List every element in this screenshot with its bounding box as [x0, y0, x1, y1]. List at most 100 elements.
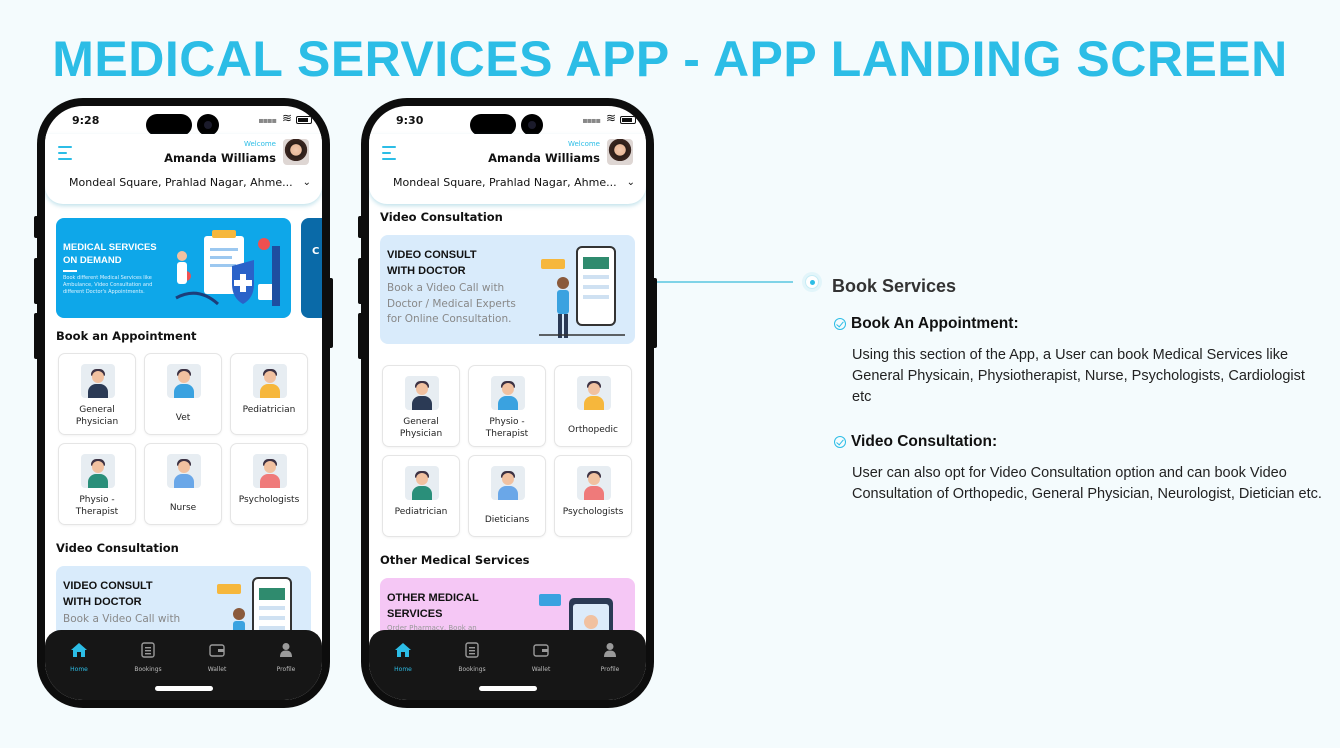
connector-dot-icon: [805, 275, 819, 289]
signal-icon: ▪▪▪▪: [582, 116, 601, 125]
oms-title-line1: OTHER MEDICAL: [387, 592, 479, 604]
service-card-label: Psychologists: [562, 507, 624, 517]
banner-subtitle: Book different Medical Services like Amb…: [63, 275, 153, 295]
vc-title-line1: VIDEO CONSULT: [63, 580, 153, 592]
service-card-label: General Physician: [75, 405, 119, 427]
medical-illustration-icon: [175, 230, 280, 306]
app-header: Welcome Amanda Williams Mondeal Square, …: [45, 134, 322, 204]
status-time: 9:28: [72, 114, 100, 127]
service-card[interactable]: General Physician: [58, 353, 136, 435]
banner-title-line2: ON DEMAND: [63, 255, 122, 266]
description-item-title: Book An Appointment:: [851, 315, 1019, 332]
service-card[interactable]: Physio - Therapist: [58, 443, 136, 525]
oms-subtitle: Order Pharmacy, Book an: [387, 624, 477, 632]
hamburger-menu-icon[interactable]: [382, 146, 396, 164]
service-card[interactable]: Psychologists: [554, 455, 632, 537]
profile-icon: [587, 640, 633, 660]
nurse-icon: [167, 454, 201, 488]
tab-label: Bookings: [458, 666, 486, 673]
oms-title-line2: SERVICES: [387, 608, 443, 620]
wallet-icon: [518, 640, 564, 660]
phone-mockup-2: 9:30 ▪▪▪▪ ≋ Welcome Amanda Williams Mond…: [358, 98, 657, 708]
book-appointment-title: Book an Appointment: [56, 329, 197, 343]
tab-label: Bookings: [134, 666, 162, 673]
service-card[interactable]: Psychologists: [230, 443, 308, 525]
tab-bookings[interactable]: Bookings: [449, 640, 495, 673]
phone-screen-1: 9:28 ▪▪▪▪ ≋ Welcome Amanda Williams Mond…: [45, 106, 322, 700]
service-card[interactable]: Orthopedic: [554, 365, 632, 447]
pediatrician-icon: [253, 364, 287, 398]
orthopedic-icon: [577, 376, 611, 410]
vet-icon: [167, 364, 201, 398]
bottom-tab-bar: Home Bookings Wallet Profile: [369, 630, 646, 700]
service-card[interactable]: General Physician: [382, 365, 460, 447]
signal-icon: ▪▪▪▪: [258, 116, 277, 125]
tab-label: Home: [394, 666, 412, 673]
video-consultation-title: Video Consultation: [56, 541, 179, 555]
tab-bookings[interactable]: Bookings: [125, 640, 171, 673]
tab-profile[interactable]: Profile: [263, 640, 309, 673]
location-selector[interactable]: Mondeal Square, Prahlad Nagar, Ahme... ⌄: [58, 176, 311, 189]
service-card-label: Nurse: [169, 503, 197, 513]
home-indicator[interactable]: [479, 686, 537, 691]
chevron-down-icon: ⌄: [302, 177, 311, 188]
status-time: 9:30: [396, 114, 424, 127]
service-card-label: General Physician: [399, 417, 443, 439]
page-title: MEDICAL SERVICES APP - APP LANDING SCREE…: [52, 31, 1288, 87]
tab-label: Wallet: [531, 666, 551, 673]
dynamic-island: [146, 114, 192, 136]
description-item-appointment: Book An Appointment:: [834, 315, 1019, 333]
service-card[interactable]: Dieticians: [468, 455, 546, 537]
next-banner-peek[interactable]: C T: [301, 218, 322, 318]
location-pin-icon: [58, 179, 64, 186]
service-card-label: Physio - Therapist: [485, 417, 529, 439]
service-card[interactable]: Physio - Therapist: [468, 365, 546, 447]
psychologist-icon: [253, 454, 287, 488]
tab-wallet[interactable]: Wallet: [518, 640, 564, 673]
home-icon: [380, 640, 426, 660]
service-card[interactable]: Pediatrician: [382, 455, 460, 537]
tab-label: Profile: [600, 666, 620, 673]
hamburger-menu-icon[interactable]: [58, 146, 72, 164]
camera-icon: [197, 114, 219, 136]
physio-icon: [81, 454, 115, 488]
tab-label: Home: [70, 666, 88, 673]
bookings-icon: [125, 640, 171, 660]
app-header: Welcome Amanda Williams Mondeal Square, …: [369, 134, 646, 204]
avatar[interactable]: [283, 139, 309, 165]
battery-icon: [620, 116, 636, 124]
service-card[interactable]: Nurse: [144, 443, 222, 525]
doctor-icon: [81, 364, 115, 398]
tab-home[interactable]: Home: [56, 640, 102, 673]
video-consult-grid: General Physician Physio - Therapist Ortho…: [382, 365, 632, 537]
tab-wallet[interactable]: Wallet: [194, 640, 240, 673]
service-card[interactable]: Pediatrician: [230, 353, 308, 435]
service-card-label: Psychologists: [238, 495, 300, 505]
service-card-label: Physio - Therapist: [75, 495, 119, 517]
connector-line: [657, 281, 793, 283]
description-item-title: Video Consultation:: [851, 433, 998, 450]
tab-profile[interactable]: Profile: [587, 640, 633, 673]
location-selector[interactable]: Mondeal Square, Prahlad Nagar, Ahme... ⌄: [382, 176, 635, 189]
avatar[interactable]: [607, 139, 633, 165]
phone-mockup-1: 9:28 ▪▪▪▪ ≋ Welcome Amanda Williams Mond…: [34, 98, 333, 708]
physio-icon: [491, 376, 525, 410]
service-card-label: Pediatrician: [242, 405, 296, 415]
tab-home[interactable]: Home: [380, 640, 426, 673]
check-circle-icon: [834, 318, 846, 330]
wifi-icon: ≋: [605, 111, 616, 125]
profile-icon: [263, 640, 309, 660]
service-card-label: Vet: [175, 413, 191, 423]
doctor-icon: [405, 376, 439, 410]
camera-icon: [521, 114, 543, 136]
wifi-icon: ≋: [281, 111, 292, 125]
service-card[interactable]: Vet: [144, 353, 222, 435]
chevron-down-icon: ⌄: [626, 177, 635, 188]
user-name: Amanda Williams: [488, 151, 600, 165]
home-indicator[interactable]: [155, 686, 213, 691]
tab-label: Profile: [276, 666, 296, 673]
video-consultation-title: Video Consultation: [380, 210, 503, 224]
